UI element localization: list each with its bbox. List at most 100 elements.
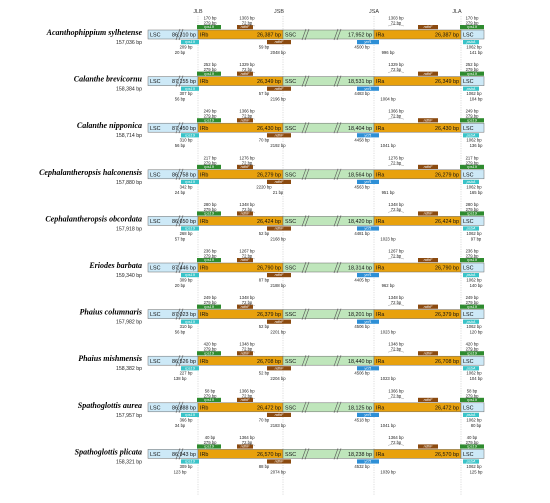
- jlb-top-dist-arc: [201, 443, 219, 446]
- break-slash: [178, 28, 184, 41]
- rps19-gene-label: rps19: [204, 117, 215, 122]
- psba-gene: [463, 412, 479, 417]
- rps19-gene: [197, 211, 221, 216]
- ycf1-gene: [357, 133, 379, 138]
- jsa-bottom-dist-b: 1039 bp: [380, 469, 396, 474]
- jsa-top-dist-b: 72 bp: [391, 21, 402, 26]
- jla-bottom-dist-a: 1062 bp: [466, 91, 482, 96]
- jla-bottom-dist-a: 1062 bp: [466, 464, 482, 469]
- jsb-bottom-dist-b: 21 bp: [273, 190, 284, 195]
- lsc-end-label: LSC: [463, 79, 474, 85]
- lsc-size: 87,023 bp: [172, 312, 196, 318]
- ndhf-gene-ssc-label: ndhF: [275, 39, 284, 44]
- break-slash: [336, 401, 342, 413]
- ssc-size: 18,238 bp: [348, 452, 372, 458]
- jsb-bottom-dist-b: 2048 bp: [270, 50, 286, 55]
- jsb-bottom-dist-b: 2196 bp: [270, 97, 286, 102]
- jsb-bottom-dist-b: 2192 bp: [270, 143, 286, 148]
- break-slash: [301, 168, 307, 180]
- jla-bottom-dist-a: 1062 bp: [466, 371, 482, 376]
- ssc-size: 18,420 bp: [348, 219, 372, 225]
- jlb-bottom-dist-a: 366 bp: [180, 417, 193, 422]
- genome-length: 157,957 bp: [116, 413, 142, 419]
- break-slash: [175, 355, 181, 367]
- ndhf-gene: [237, 211, 253, 216]
- ndhf-gene-label: ndhF: [241, 350, 250, 355]
- ssc-label: SSC: [285, 312, 296, 318]
- break-slash: [304, 261, 310, 274]
- rps19-gene: [197, 164, 221, 169]
- ndhf-gene-ssc: [267, 226, 291, 231]
- jsa-top-dist-b: 72 bp: [391, 254, 402, 259]
- ssc-label: SSC: [285, 219, 296, 225]
- ndhf-gene-ira-label: ndhF: [424, 211, 433, 216]
- lsc-size: 86,888 bp: [172, 405, 196, 411]
- psba-gene-label: psbA: [466, 179, 476, 184]
- ira-size: 26,430 bp: [435, 126, 459, 132]
- break-slash: [301, 261, 307, 274]
- ira-label: IRa: [376, 312, 384, 318]
- ycf1-gene: [357, 273, 379, 278]
- ycf1-gene-label: ycf1: [363, 319, 371, 324]
- break-slash: [336, 355, 342, 367]
- lsc-end-segment: [460, 216, 485, 226]
- jla-bottom-dist-a: 1062 bp: [466, 138, 482, 143]
- ndhf-gene-ira-label: ndhF: [424, 71, 433, 76]
- lsc-end-segment: [460, 76, 485, 86]
- irb-label: IRb: [200, 312, 208, 318]
- ndhf-gene-ira: [418, 397, 438, 402]
- jsa-top-dist-b: 72 bp: [391, 114, 402, 119]
- ndhf-gene-ssc: [267, 412, 291, 417]
- rps19-gene-label: rps19: [204, 397, 215, 402]
- jsb-bottom-dist-b: 2201 bp: [270, 330, 286, 335]
- rps19-gene-ira-label: rps19: [467, 304, 478, 309]
- jlb-top-dist-arc: [201, 397, 219, 399]
- break-slash: [301, 122, 307, 134]
- jla-bottom-dist-a: 1062 bp: [466, 184, 482, 189]
- ira-label: IRa: [376, 33, 384, 39]
- species-name: Calanthe brevicornu: [74, 75, 143, 84]
- jsa-top-dist-b: 72 bp: [391, 207, 402, 212]
- lsc-end-segment: [460, 309, 485, 319]
- ira-size: 26,424 bp: [435, 219, 459, 225]
- jlb-bottom-dist-a: 310 bp: [180, 138, 193, 143]
- ndhf-gene-ira-label: ndhF: [424, 397, 433, 402]
- jsb-top-dist-b: 72 bp: [242, 393, 253, 398]
- ycf1-gene: [357, 179, 379, 184]
- irb-size: 26,570 bp: [257, 452, 281, 458]
- break-slash: [304, 215, 310, 227]
- jsb-top-dist-b: 72 bp: [242, 254, 253, 259]
- jla-top-dist-b: 279 bp: [466, 440, 479, 445]
- jla-top-dist-arc: [463, 257, 481, 260]
- ssc-size: 18,404 bp: [348, 126, 372, 132]
- rps19-gene-label: rps19: [204, 24, 215, 29]
- lsc-end-segment: [460, 449, 485, 459]
- species-name: Phaius columnaris: [80, 308, 142, 317]
- genome-length: 157,982 bp: [116, 320, 142, 326]
- jsb-bottom-dist-a: 52 bp: [259, 371, 270, 376]
- jla-top-dist-arc: [463, 350, 481, 353]
- jlb-top-dist-a: 420 bp: [204, 342, 217, 347]
- lsc-label: LSC: [150, 452, 161, 458]
- junction-label-jla: JLA: [452, 9, 462, 15]
- ndhf-gene-ira: [418, 444, 438, 449]
- rps19-gene: [197, 397, 221, 402]
- jla-top-dist-arc: [463, 24, 481, 27]
- jsa-top-dist-a: 1348 bp: [388, 202, 404, 207]
- break-slash: [333, 168, 339, 180]
- jla-top-dist-a: 236 bp: [466, 249, 479, 254]
- ndhf-gene: [237, 304, 253, 309]
- rps19-gene-ira: [460, 444, 484, 449]
- jla-top-dist-arc: [463, 70, 481, 73]
- break-slash: [178, 401, 184, 413]
- rps19-gene-ira: [460, 397, 484, 402]
- ycf1-gene-label: ycf1: [363, 412, 371, 417]
- rps19-gene-label: rps19: [204, 350, 215, 355]
- rps19-gene-label: rps19: [204, 257, 215, 262]
- ndhf-gene: [237, 258, 253, 263]
- ssc-label: SSC: [285, 79, 296, 85]
- ndhf-gene-ira: [418, 25, 438, 30]
